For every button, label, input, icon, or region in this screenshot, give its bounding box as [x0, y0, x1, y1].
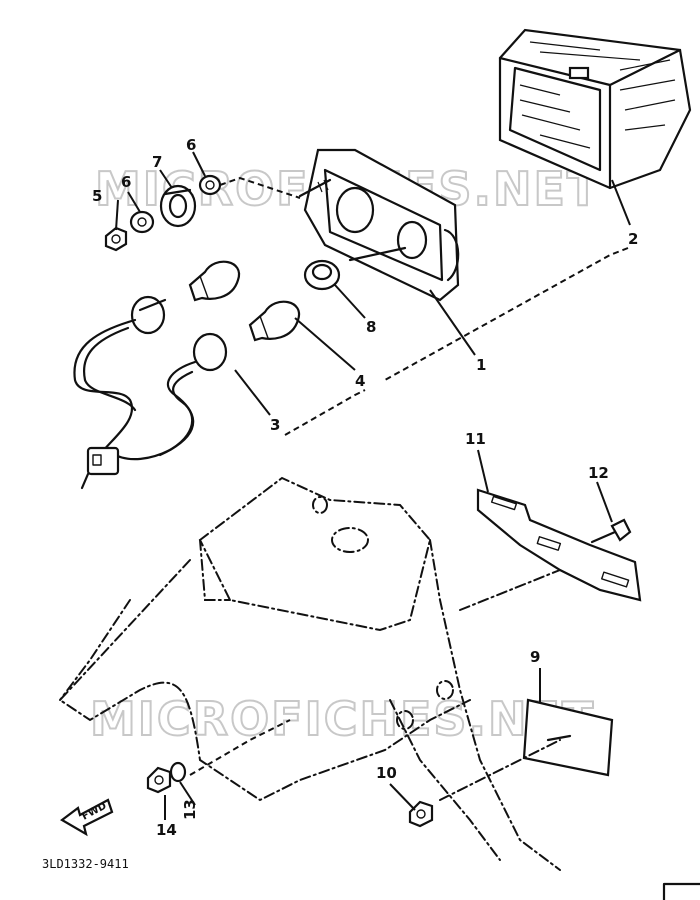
callout-9: 9 [530, 648, 540, 666]
rear-fender-frame [58, 476, 561, 871]
callout-12: 12 [588, 464, 609, 482]
bulb-upper[interactable] [188, 260, 241, 302]
license-bracket[interactable] [476, 488, 642, 602]
callout-2: 2 [628, 230, 638, 248]
callout-6a: 6 [121, 173, 131, 191]
nut-5[interactable] [104, 226, 128, 252]
damper[interactable] [303, 259, 341, 291]
leader-lines [115, 151, 631, 820]
nut-14[interactable] [146, 766, 172, 794]
socket-wire-harness[interactable] [73, 295, 228, 490]
callout-4: 4 [355, 372, 365, 390]
callout-8: 8 [366, 318, 376, 336]
callout-7: 7 [152, 153, 162, 171]
washer-6-right[interactable] [198, 174, 222, 196]
bolt-12[interactable] [590, 518, 632, 544]
callout-5: 5 [92, 187, 102, 205]
diagram-code: 3LD1332-9411 [42, 857, 129, 871]
taillight-body[interactable] [298, 148, 460, 302]
taillight-lens[interactable] [498, 28, 692, 190]
callout-1: 1 [476, 356, 486, 374]
callout-14: 14 [156, 821, 177, 839]
callout-13: 13 [181, 799, 199, 820]
grommet-7[interactable] [159, 184, 197, 228]
washer-6-left[interactable] [129, 210, 155, 234]
callout-11: 11 [465, 430, 486, 448]
fwd-arrow-icon: FWD [60, 798, 114, 837]
callout-3: 3 [270, 416, 280, 434]
washer-13[interactable] [169, 761, 187, 783]
reflector-plate[interactable] [522, 698, 614, 777]
callout-6b: 6 [186, 136, 196, 154]
watermark-bottom: MICROFICHES.NET [90, 692, 595, 746]
corner-mark [662, 882, 700, 900]
bulb-lower[interactable] [248, 300, 301, 342]
nut-10[interactable] [408, 800, 434, 828]
callout-10: 10 [376, 764, 397, 782]
